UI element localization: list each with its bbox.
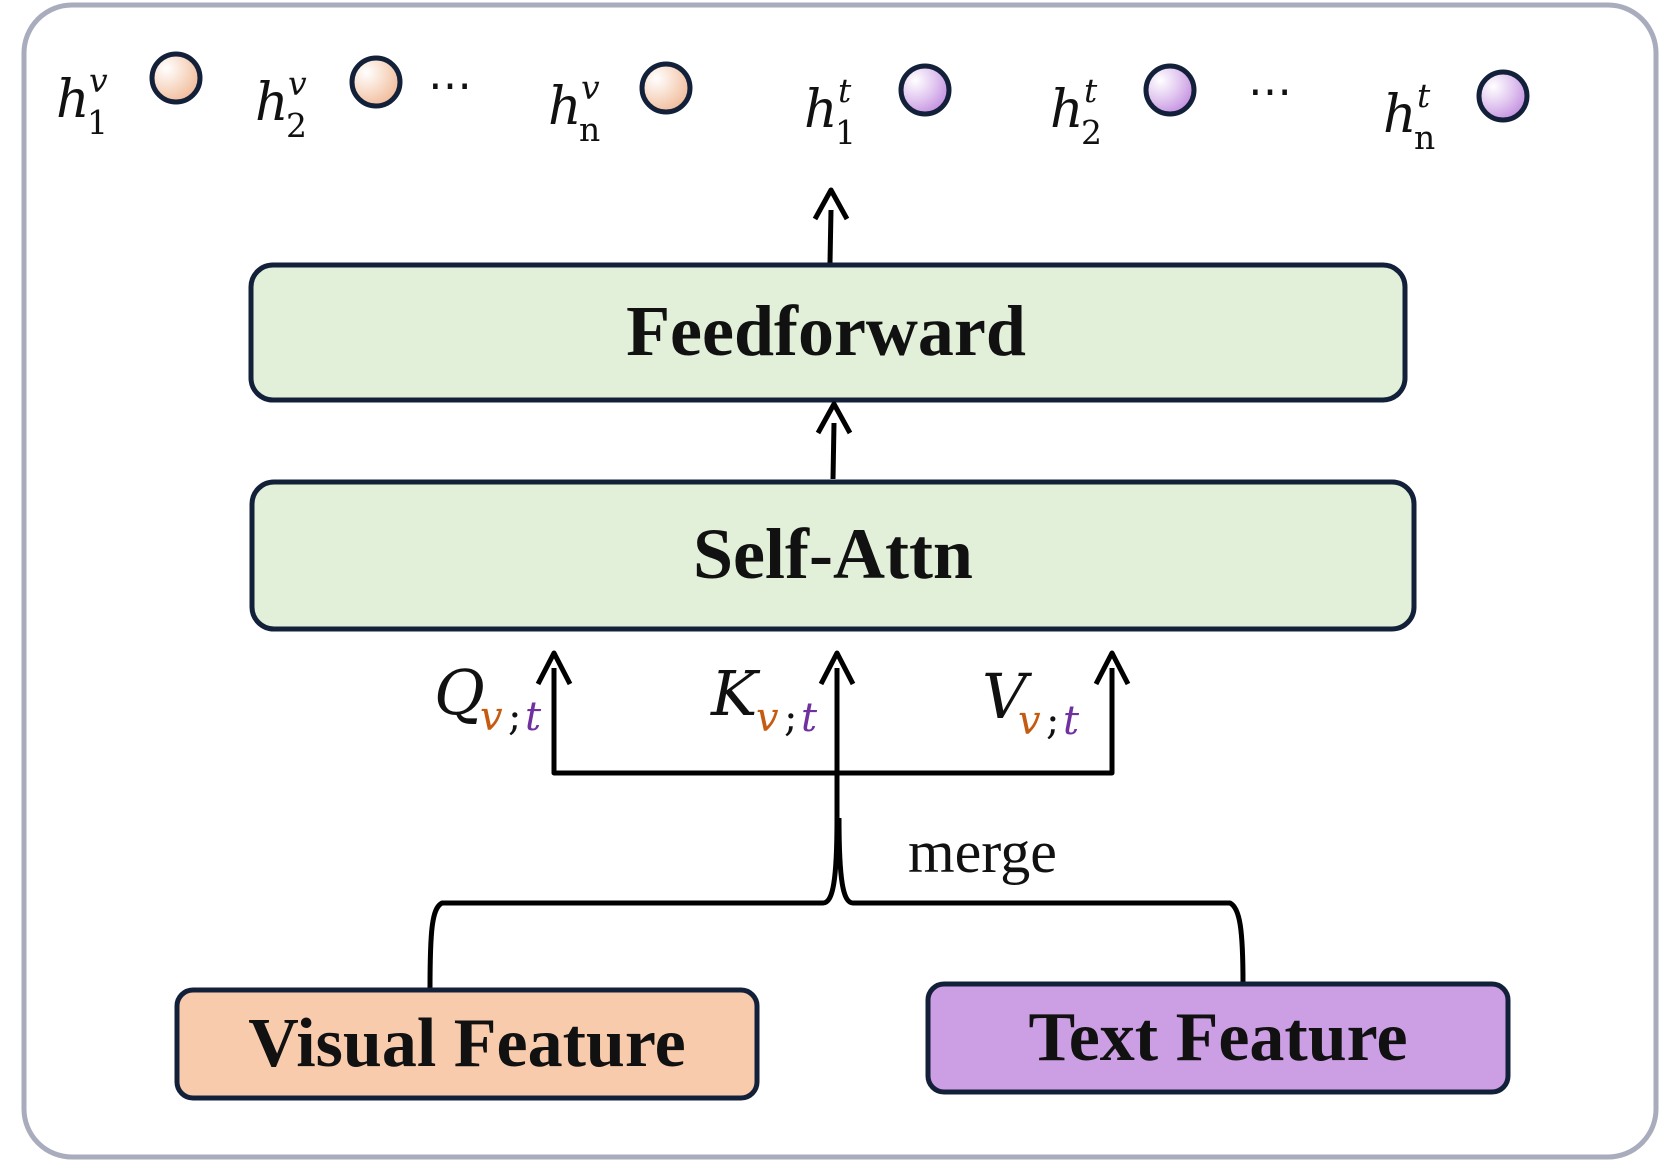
token-base: h <box>548 77 582 137</box>
text-token-circle <box>898 63 952 117</box>
token-sub: 2 <box>286 106 307 145</box>
q-sub-sep: ; <box>508 694 521 740</box>
token-sub: 2 <box>1081 113 1102 152</box>
token-sup: t <box>838 71 852 110</box>
merge-label: merge <box>908 819 1057 885</box>
text-token-circle <box>1476 69 1530 123</box>
q-symbol: Q <box>434 656 485 729</box>
token-sup: t <box>1417 76 1431 115</box>
svg-text:h: h <box>56 70 90 130</box>
ellipsis-text: ⋯ <box>1248 66 1292 117</box>
visual-token-circle <box>349 55 403 109</box>
token-sup: v <box>581 68 600 107</box>
svg-text:h: h <box>548 77 582 137</box>
token-sub: 1 <box>835 113 856 152</box>
svg-text:h: h <box>804 80 838 140</box>
arrow-attn-to-ff <box>815 401 853 480</box>
token-base: h <box>255 73 289 133</box>
visual-token-n: h v n <box>548 61 693 149</box>
text-token-1: h t 1 <box>804 63 952 152</box>
feedforward-label: Feedforward <box>626 291 1026 371</box>
svg-text:h: h <box>1050 80 1084 140</box>
text-token-circle <box>1143 63 1197 117</box>
v-sub-v: v <box>1018 698 1041 744</box>
token-base: h <box>1383 85 1417 145</box>
k-symbol: K <box>710 657 761 730</box>
self-attn-label: Self-Attn <box>693 514 973 594</box>
qkv-arrows <box>535 650 1131 818</box>
token-sub: 1 <box>87 103 108 142</box>
visual-feature-box: Visual Feature <box>174 987 760 1101</box>
merge-connector <box>427 817 1246 991</box>
text-feature-box: Text Feature <box>925 981 1511 1095</box>
q-label: Q v ; t <box>434 656 542 740</box>
token-sub: n <box>579 110 600 149</box>
visual-token-1: h v 1 <box>56 51 203 142</box>
v-sub-sep: ; <box>1046 698 1059 744</box>
v-symbol: V <box>982 660 1033 733</box>
v-sub-t: t <box>1063 698 1080 744</box>
output-tokens: h v 1 h v 2 ⋯ h v n h t 1 h t 2 <box>56 51 1530 157</box>
arrow-to-outputs <box>812 187 850 264</box>
v-label: V v ; t <box>982 660 1080 744</box>
svg-text:h: h <box>1383 85 1417 145</box>
text-token-2: h t 2 <box>1050 63 1197 152</box>
token-sup: v <box>288 64 307 103</box>
feedforward-block: Feedforward <box>248 262 1408 403</box>
visual-feature-label: Visual Feature <box>248 1005 685 1082</box>
token-base: h <box>1050 80 1084 140</box>
token-sup: t <box>1084 71 1098 110</box>
token-base: h <box>804 80 838 140</box>
visual-token-2: h v 2 <box>255 55 403 145</box>
text-feature-label: Text Feature <box>1028 999 1407 1076</box>
visual-token-circle <box>149 51 203 105</box>
k-sub-t: t <box>801 695 818 741</box>
q-sub-v: v <box>480 694 503 740</box>
ellipsis-visual: ⋯ <box>428 60 472 111</box>
k-sub-v: v <box>756 695 779 741</box>
k-sub-sep: ; <box>784 695 797 741</box>
token-sup: v <box>89 61 108 100</box>
k-label: K v ; t <box>710 657 818 741</box>
token-base: h <box>56 70 90 130</box>
text-token-n: h t n <box>1383 69 1530 157</box>
token-sub: n <box>1414 118 1435 157</box>
svg-text:h: h <box>255 73 289 133</box>
self-attn-block: Self-Attn <box>249 479 1417 632</box>
q-sub-t: t <box>525 694 542 740</box>
visual-token-circle <box>639 61 693 115</box>
